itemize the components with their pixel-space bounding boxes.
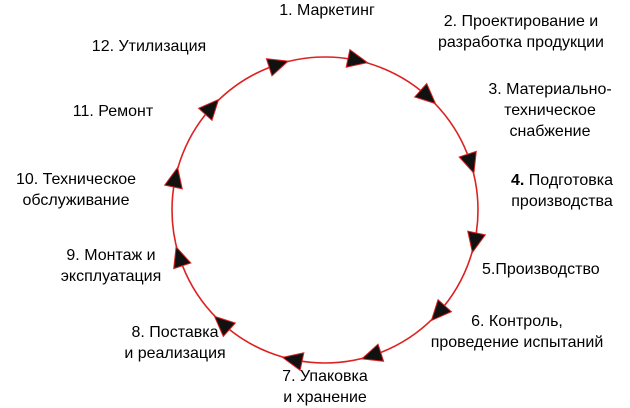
stage-11-number: 11. bbox=[72, 103, 94, 120]
arrow-head-7 bbox=[281, 352, 305, 372]
stage-3-text-line-1: Материально- bbox=[506, 81, 612, 98]
stage-3-text-line-3: снабжение bbox=[509, 123, 591, 140]
stage-10-label: 10. Техническое обслуживание bbox=[0, 169, 152, 211]
stage-10-text-line-1: Техническое bbox=[42, 171, 137, 188]
arrow-head-3 bbox=[458, 150, 477, 175]
stage-6-number: 6. bbox=[471, 313, 485, 330]
stage-9-text-line-1: Монтаж и bbox=[84, 247, 156, 264]
stage-11-text: Ремонт bbox=[98, 103, 154, 120]
stage-9-number: 9. bbox=[66, 247, 80, 264]
stage-12-number: 12. bbox=[91, 38, 115, 55]
arrow-head-8 bbox=[213, 315, 237, 338]
arrow-head-5 bbox=[430, 298, 453, 322]
stage-7-text-line-2: и хранение bbox=[283, 389, 367, 406]
arrow-head-11 bbox=[197, 98, 220, 122]
stage-11-label: 11. Ремонт bbox=[48, 101, 178, 122]
stage-2-label: 2. Проектирование и разработка продукции bbox=[412, 11, 630, 53]
stage-3-label: 3. Материально- техническое снабжение bbox=[470, 79, 630, 142]
stage-8-number: 8. bbox=[131, 324, 145, 341]
cycle-arrows bbox=[163, 48, 487, 372]
arrow-head-9 bbox=[173, 245, 192, 270]
stage-12-label: 12. Утилизация bbox=[66, 36, 232, 57]
stage-10-text-line-2: обслуживание bbox=[22, 192, 130, 209]
arrow-head-6 bbox=[360, 343, 385, 362]
stage-3-number: 3. bbox=[488, 81, 502, 98]
stage-8-text-line-1: Поставка bbox=[149, 324, 219, 341]
stage-9-text-line-2: эксплуатация bbox=[60, 268, 162, 285]
stage-9-label: 9. Монтаж и эксплуатация bbox=[36, 245, 186, 287]
cycle-circle bbox=[171, 56, 479, 364]
stage-1-label: 1. Маркетинг bbox=[222, 0, 432, 21]
arrow-head-1 bbox=[345, 48, 369, 68]
stage-7-number: 7. bbox=[282, 368, 296, 385]
arrow-head-4 bbox=[467, 230, 487, 254]
stage-2-number: 2. bbox=[443, 13, 458, 30]
stage-5-text: Производство bbox=[495, 261, 600, 278]
stage-1-text: Маркетинг bbox=[297, 2, 375, 19]
stage-4-number: 4. bbox=[510, 172, 525, 189]
stage-4-label: 4. Подготовка производства bbox=[494, 170, 630, 212]
stage-6-text-line-2: проведение испытаний bbox=[430, 334, 604, 351]
arrow-head-10 bbox=[163, 166, 183, 190]
stage-10-number: 10. bbox=[15, 171, 39, 188]
stage-8-label: 8. Поставка и реализация bbox=[100, 322, 250, 364]
stage-1-number: 1. bbox=[279, 2, 293, 19]
stage-7-text-line-1: Упаковка bbox=[299, 368, 368, 385]
stage-6-label: 6. Контроль, проведение испытаний bbox=[404, 311, 630, 353]
arrow-head-2 bbox=[413, 82, 437, 105]
stage-2-text-line-1: Проектирование и bbox=[461, 13, 599, 30]
stage-6-text-line-1: Контроль, bbox=[488, 313, 563, 330]
stage-4-text-line-2: производства bbox=[511, 193, 613, 210]
stage-12-text: Утилизация bbox=[118, 38, 207, 55]
stage-5-label: 5.Производство bbox=[482, 259, 630, 280]
stage-3-text-line-2: техническое bbox=[504, 102, 596, 119]
arrow-head-12 bbox=[265, 58, 290, 77]
stage-8-text-line-2: и реализация bbox=[124, 345, 226, 362]
stage-5-number: 5. bbox=[482, 261, 496, 278]
stage-4-text-line-1: Подготовка bbox=[528, 172, 613, 189]
stage-2-text-line-2: разработка продукции bbox=[438, 34, 604, 51]
stage-7-label: 7. Упаковка и хранение bbox=[250, 366, 400, 408]
